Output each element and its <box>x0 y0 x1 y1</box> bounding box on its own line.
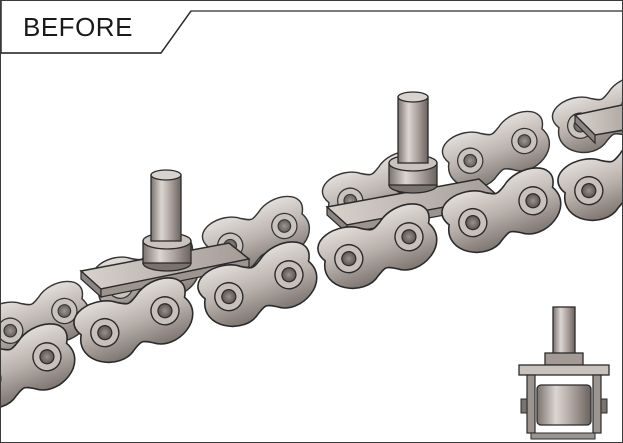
attachment-pin-1 <box>142 169 192 272</box>
label-tab-shape <box>1 1 622 54</box>
attachment-pin-2 <box>388 91 438 194</box>
before-label: BEFORE <box>23 12 133 42</box>
side-view-inset <box>518 306 610 440</box>
before-label-tab: BEFORE <box>1 1 201 53</box>
attachment-plate-3 <box>573 104 622 145</box>
